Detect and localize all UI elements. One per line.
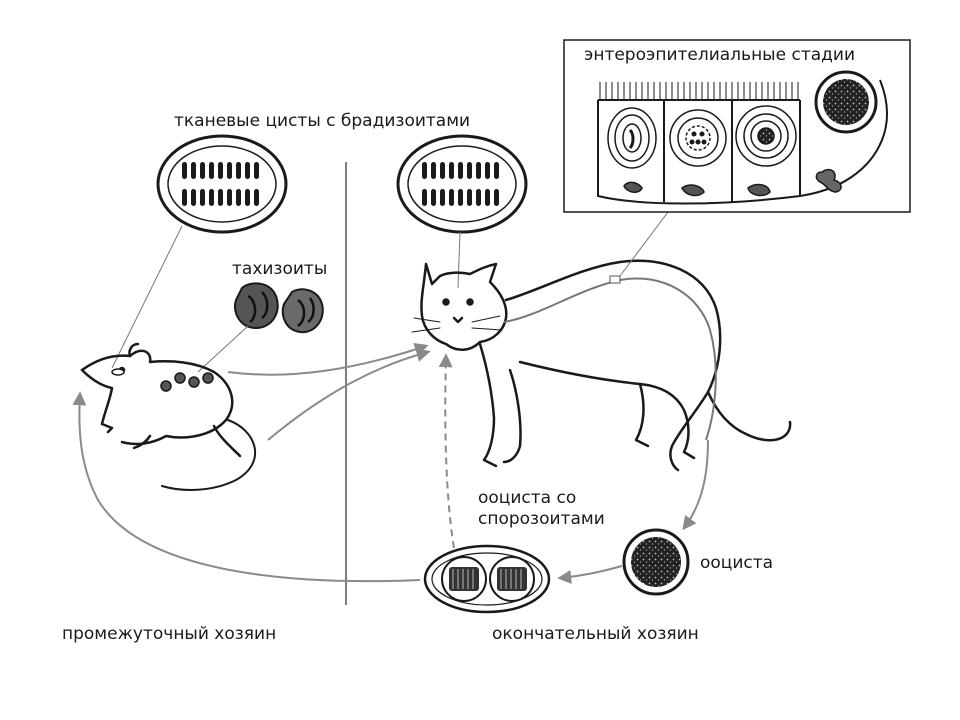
entero-stages-box — [563, 39, 911, 213]
bradyzoites-icon — [182, 162, 259, 206]
label-tissue-cysts: тканевые цисты с брадизоитами — [174, 111, 471, 131]
arrow-rat-tissue-to-cat — [227, 342, 429, 376]
pointer-line-cyst-to-cat — [457, 231, 461, 289]
label-oocyst: ооциста — [700, 553, 774, 573]
oocyst-in-lumen-icon — [814, 70, 878, 134]
sporulated-oocyst-icon — [423, 544, 551, 614]
tissue-cyst-intermediate — [156, 134, 288, 234]
oocyst-icon — [622, 528, 690, 596]
arrow-oocyst-to-sporulated — [557, 565, 623, 584]
cycle-arrows — [72, 342, 709, 584]
label-oocyst-sporozoites: ооциста со спорозоитами — [478, 488, 605, 529]
microvilli-brush-border — [599, 82, 799, 100]
epithelial-cell-1 — [607, 107, 657, 193]
pointer-line-cyst-to-rat — [111, 225, 183, 369]
arrow-sporulated-to-cat — [438, 353, 455, 549]
pointer-line-intestine-to-box — [619, 211, 669, 277]
arrow-rat-tachyzoites-to-cat — [267, 348, 431, 441]
label-definitive-host: окончательный хозяин — [492, 624, 699, 644]
intestine-sample-marker — [609, 275, 621, 284]
cat-icon — [411, 259, 792, 472]
arrow-sporulated-to-rat — [72, 391, 421, 583]
label-tachyzoites: тахизоиты — [232, 259, 328, 279]
cat-intestine-tract — [503, 277, 717, 441]
free-parasite-icon — [815, 168, 842, 193]
pointer-line-tachyzoites-to-rat — [197, 325, 249, 373]
rat-icon — [80, 342, 256, 491]
rat-tissue-cysts — [160, 372, 214, 392]
tissue-cyst-definitive — [396, 134, 528, 234]
epithelial-cell-3 — [735, 105, 797, 197]
arrow-cat-to-oocyst — [682, 439, 709, 531]
bradyzoites-icon — [422, 162, 499, 206]
epithelial-cell-2 — [669, 109, 727, 197]
label-intermediate-host: промежуточный хозяин — [62, 624, 277, 644]
label-entero-stages: энтероэпителиальные стадии — [584, 45, 855, 65]
tachyzoites-icon — [234, 282, 324, 334]
